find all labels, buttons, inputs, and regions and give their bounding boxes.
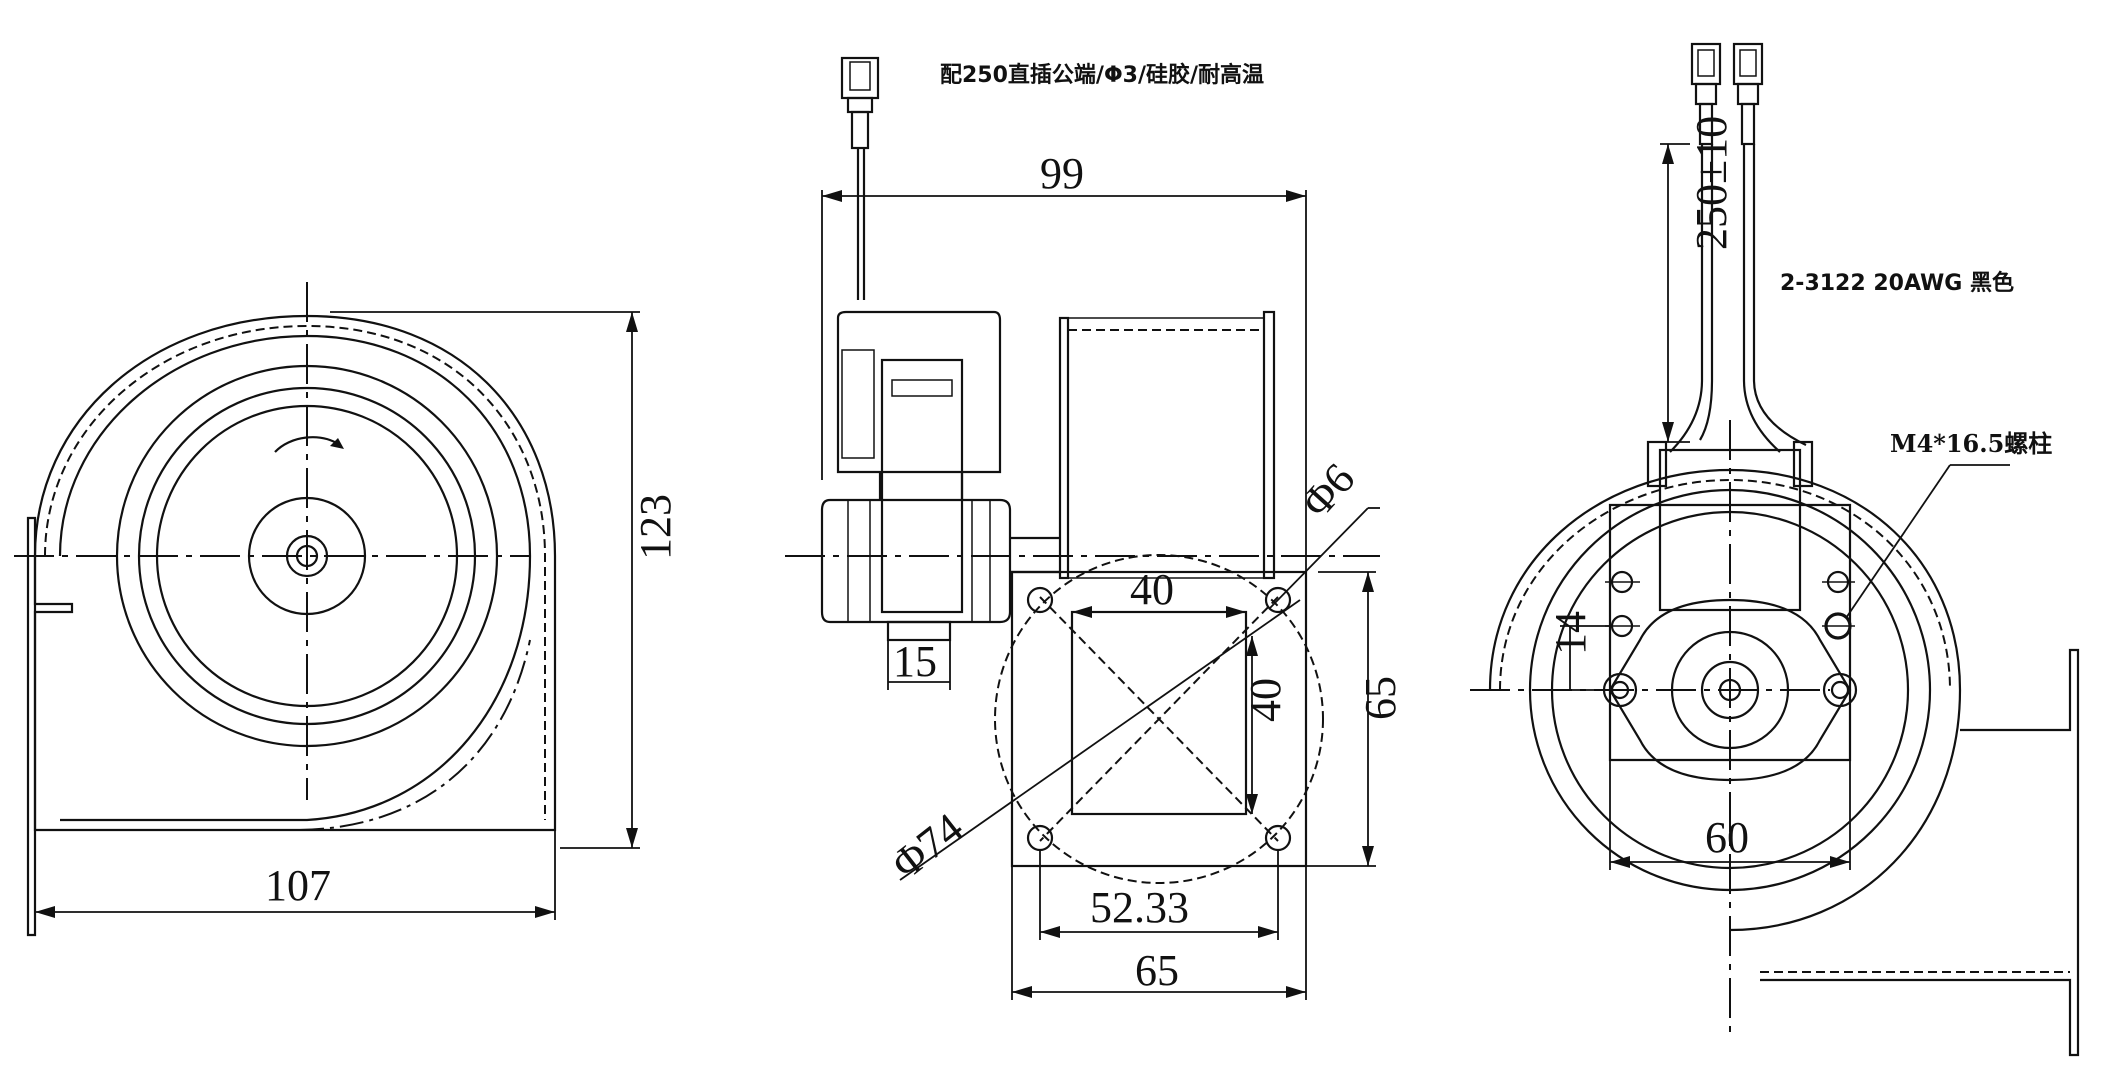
- side-view: [785, 56, 1380, 1000]
- rear-view: [1470, 42, 2080, 1057]
- dim-lead-length: 250±10: [1687, 116, 1736, 250]
- terminal-note: 配250直插公端/Φ3/硅胶/耐高温: [940, 62, 1264, 88]
- dim-bracket-14: 14: [1546, 611, 1595, 655]
- front-view: [14, 282, 640, 937]
- dim-front-height: 123: [631, 494, 680, 560]
- dim-square-40-h: 40: [1130, 565, 1174, 614]
- dim-hole-pitch: 52.33: [1090, 883, 1189, 932]
- dim-square-40-v: 40: [1241, 678, 1290, 722]
- dim-front-width: 107: [265, 861, 331, 910]
- stud-note: M4*16.5螺柱: [1890, 429, 2052, 458]
- dim-circle-dia: Φ74: [882, 803, 972, 889]
- dim-side-width: 99: [1040, 149, 1084, 198]
- dim-hole-dia: Φ6: [1292, 454, 1365, 527]
- dim-flange-65-h: 65: [1135, 946, 1179, 995]
- wire-spec-note: 2-3122 20AWG 黑色: [1780, 270, 2014, 296]
- dim-flange-65-v: 65: [1356, 676, 1405, 720]
- dim-side-15: 15: [893, 637, 937, 686]
- dim-mount-60: 60: [1705, 813, 1749, 862]
